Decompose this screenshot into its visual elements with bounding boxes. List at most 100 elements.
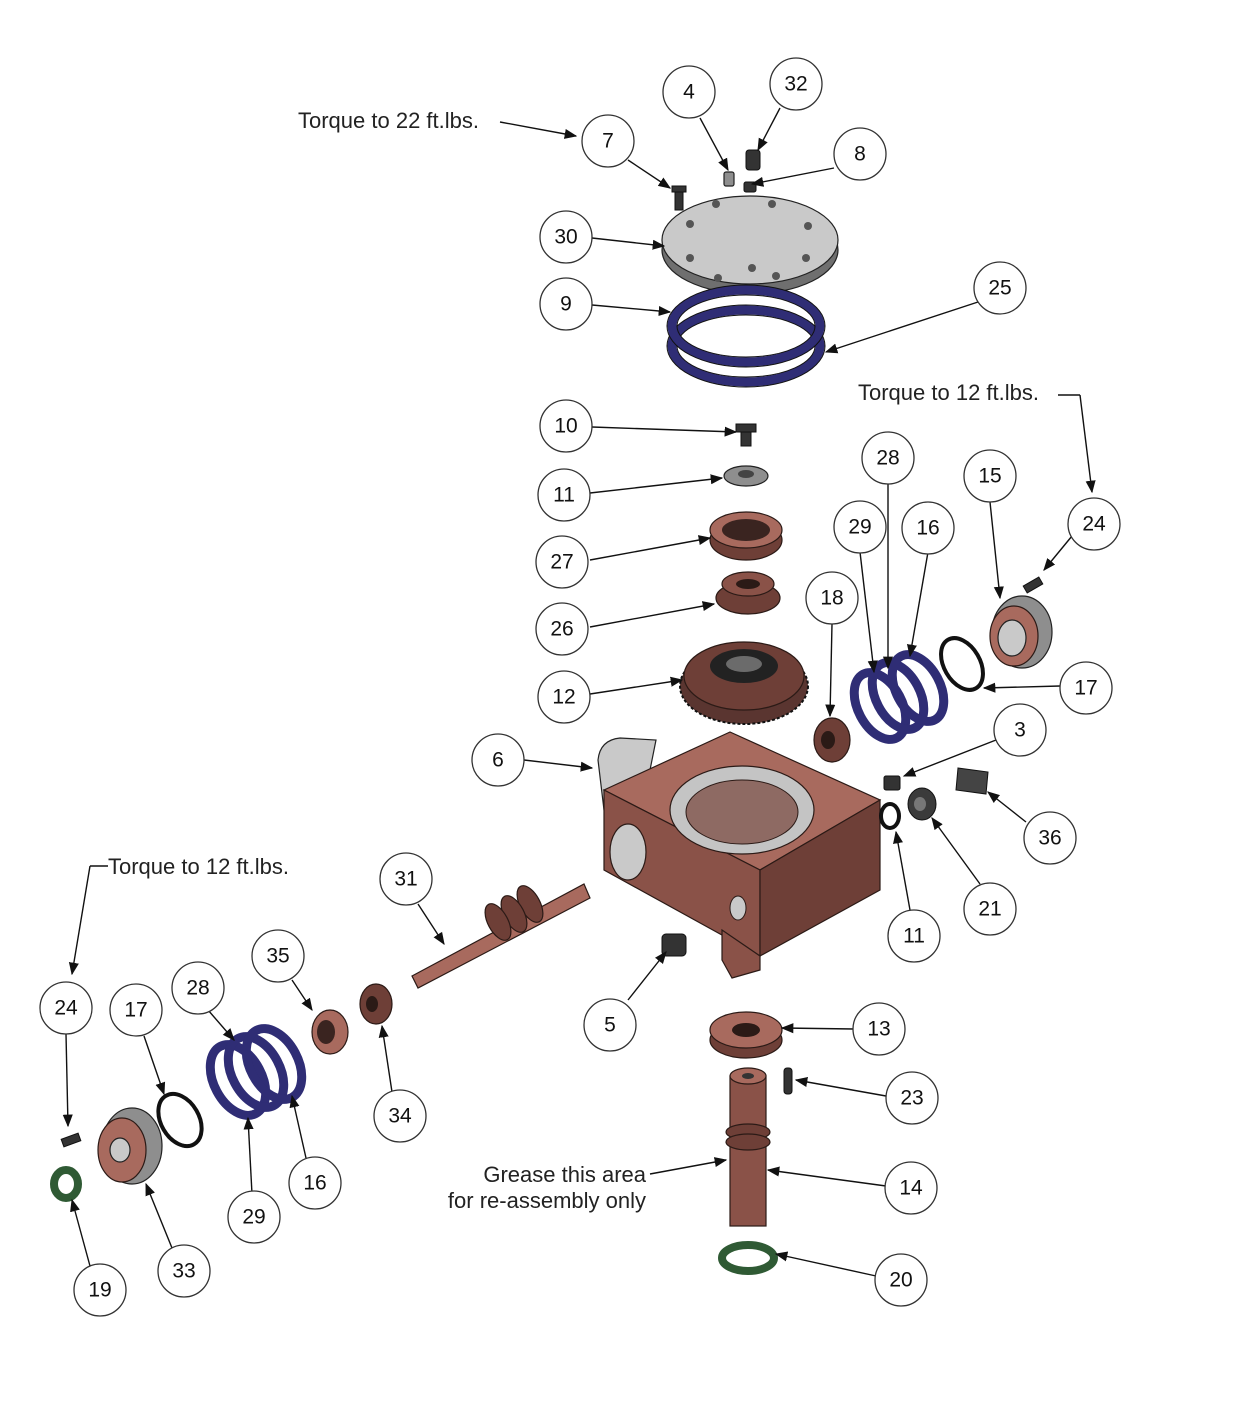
bearing-34-icon bbox=[359, 983, 393, 1025]
callout-17a: 17 bbox=[1059, 661, 1113, 715]
callout-7: 7 bbox=[581, 114, 635, 168]
svg-text:8: 8 bbox=[854, 143, 866, 166]
vent-32-icon bbox=[745, 149, 761, 171]
svg-text:4: 4 bbox=[683, 81, 695, 104]
svg-text:15: 15 bbox=[978, 465, 1001, 488]
grease-note-line2: for re-assembly only bbox=[448, 1188, 646, 1213]
callout-32: 32 bbox=[769, 57, 823, 111]
svg-text:6: 6 bbox=[492, 749, 504, 772]
fitting-4-icon bbox=[723, 171, 735, 187]
cover-plate-30-icon bbox=[661, 195, 839, 295]
svg-text:14: 14 bbox=[899, 1177, 923, 1200]
callout-15: 15 bbox=[963, 449, 1017, 503]
svg-text:17: 17 bbox=[1074, 677, 1097, 700]
callout-34: 34 bbox=[373, 1089, 427, 1143]
svg-text:33: 33 bbox=[172, 1260, 195, 1283]
callout-13: 13 bbox=[852, 1002, 906, 1056]
svg-text:26: 26 bbox=[550, 618, 573, 641]
output-shaft-14-icon bbox=[725, 1067, 771, 1227]
bolt-7-icon bbox=[671, 185, 687, 211]
plug-5-icon bbox=[661, 933, 687, 957]
svg-text:34: 34 bbox=[388, 1105, 412, 1128]
callout-19: 19 bbox=[73, 1263, 127, 1317]
callout-16a: 16 bbox=[901, 501, 955, 555]
gearbox-housing-6-icon bbox=[597, 731, 882, 979]
callout-21: 21 bbox=[963, 882, 1017, 936]
callout-11a: 11 bbox=[537, 468, 591, 522]
torque-note-22: Torque to 22 ft.lbs. bbox=[298, 108, 479, 133]
callout-18: 18 bbox=[805, 571, 859, 625]
svg-text:24: 24 bbox=[54, 997, 78, 1020]
bolt-24-right-icon bbox=[1022, 576, 1044, 594]
svg-text:20: 20 bbox=[889, 1269, 912, 1292]
svg-text:36: 36 bbox=[1038, 827, 1061, 850]
bearing-cup-35-icon bbox=[311, 1009, 349, 1055]
svg-text:3: 3 bbox=[1014, 719, 1026, 742]
shims-right-icon bbox=[849, 650, 949, 744]
washer-11-right-icon bbox=[879, 802, 901, 830]
gear-12-icon bbox=[679, 641, 809, 725]
callout-29b: 29 bbox=[227, 1190, 281, 1244]
svg-text:13: 13 bbox=[867, 1018, 890, 1041]
callout-20: 20 bbox=[874, 1253, 928, 1307]
callout-16b: 16 bbox=[288, 1156, 342, 1210]
leader-lines bbox=[62, 107, 1096, 1277]
callout-14: 14 bbox=[884, 1161, 938, 1215]
key-23-icon bbox=[783, 1067, 793, 1095]
callout-23: 23 bbox=[885, 1071, 939, 1125]
svg-text:32: 32 bbox=[784, 73, 807, 96]
svg-text:28: 28 bbox=[876, 447, 899, 470]
callout-24b: 24 bbox=[39, 981, 93, 1035]
bolt-24-left-icon bbox=[60, 1132, 82, 1148]
grease-note-line1: Grease this area bbox=[483, 1162, 646, 1187]
callout-3: 3 bbox=[993, 703, 1047, 757]
callout-29a: 29 bbox=[833, 500, 887, 554]
svg-text:27: 27 bbox=[550, 551, 573, 574]
svg-text:29: 29 bbox=[848, 516, 871, 539]
svg-text:17: 17 bbox=[124, 999, 147, 1022]
callout-35: 35 bbox=[251, 929, 305, 983]
bolt-10-icon bbox=[735, 423, 757, 447]
gasket-25-icon bbox=[666, 284, 826, 368]
callout-4: 4 bbox=[662, 65, 716, 119]
svg-text:21: 21 bbox=[978, 898, 1001, 921]
svg-text:10: 10 bbox=[554, 415, 577, 438]
svg-text:16: 16 bbox=[916, 517, 939, 540]
svg-text:35: 35 bbox=[266, 945, 289, 968]
svg-text:12: 12 bbox=[552, 686, 575, 709]
callout-5: 5 bbox=[583, 998, 637, 1052]
bearing-13-icon bbox=[709, 1011, 783, 1059]
svg-text:5: 5 bbox=[604, 1014, 616, 1037]
svg-text:29: 29 bbox=[242, 1206, 265, 1229]
torque-note-12-right: Torque to 12 ft.lbs. bbox=[858, 380, 1039, 405]
svg-text:30: 30 bbox=[554, 226, 577, 249]
callout-31: 31 bbox=[379, 852, 433, 906]
callout-8: 8 bbox=[833, 127, 887, 181]
bearing-cone-26-icon bbox=[715, 571, 781, 615]
svg-text:19: 19 bbox=[88, 1279, 111, 1302]
callout-17b: 17 bbox=[109, 983, 163, 1037]
svg-text:31: 31 bbox=[394, 868, 417, 891]
callout-11b: 11 bbox=[887, 909, 941, 963]
bearing-cup-27-icon bbox=[709, 511, 783, 561]
svg-text:16: 16 bbox=[303, 1172, 326, 1195]
washer-11-icon bbox=[723, 465, 769, 487]
nut-21-icon bbox=[907, 787, 937, 821]
callout-27: 27 bbox=[535, 535, 589, 589]
svg-text:24: 24 bbox=[1082, 513, 1106, 536]
callout-30: 30 bbox=[539, 210, 593, 264]
input-shaft-31-icon bbox=[411, 883, 591, 989]
seal-19-icon bbox=[50, 1166, 82, 1202]
callout-33: 33 bbox=[157, 1244, 211, 1298]
svg-text:18: 18 bbox=[820, 587, 843, 610]
plug-3-icon bbox=[883, 775, 901, 791]
svg-text:23: 23 bbox=[900, 1087, 923, 1110]
svg-text:7: 7 bbox=[602, 130, 614, 153]
bearing-18-icon bbox=[813, 717, 851, 763]
bearing-cap-15-icon bbox=[989, 595, 1053, 669]
key-36-icon bbox=[955, 767, 989, 795]
callout-6: 6 bbox=[471, 733, 525, 787]
torque-note-12-left: Torque to 12 ft.lbs. bbox=[108, 854, 289, 879]
callout-28a: 28 bbox=[861, 431, 915, 485]
